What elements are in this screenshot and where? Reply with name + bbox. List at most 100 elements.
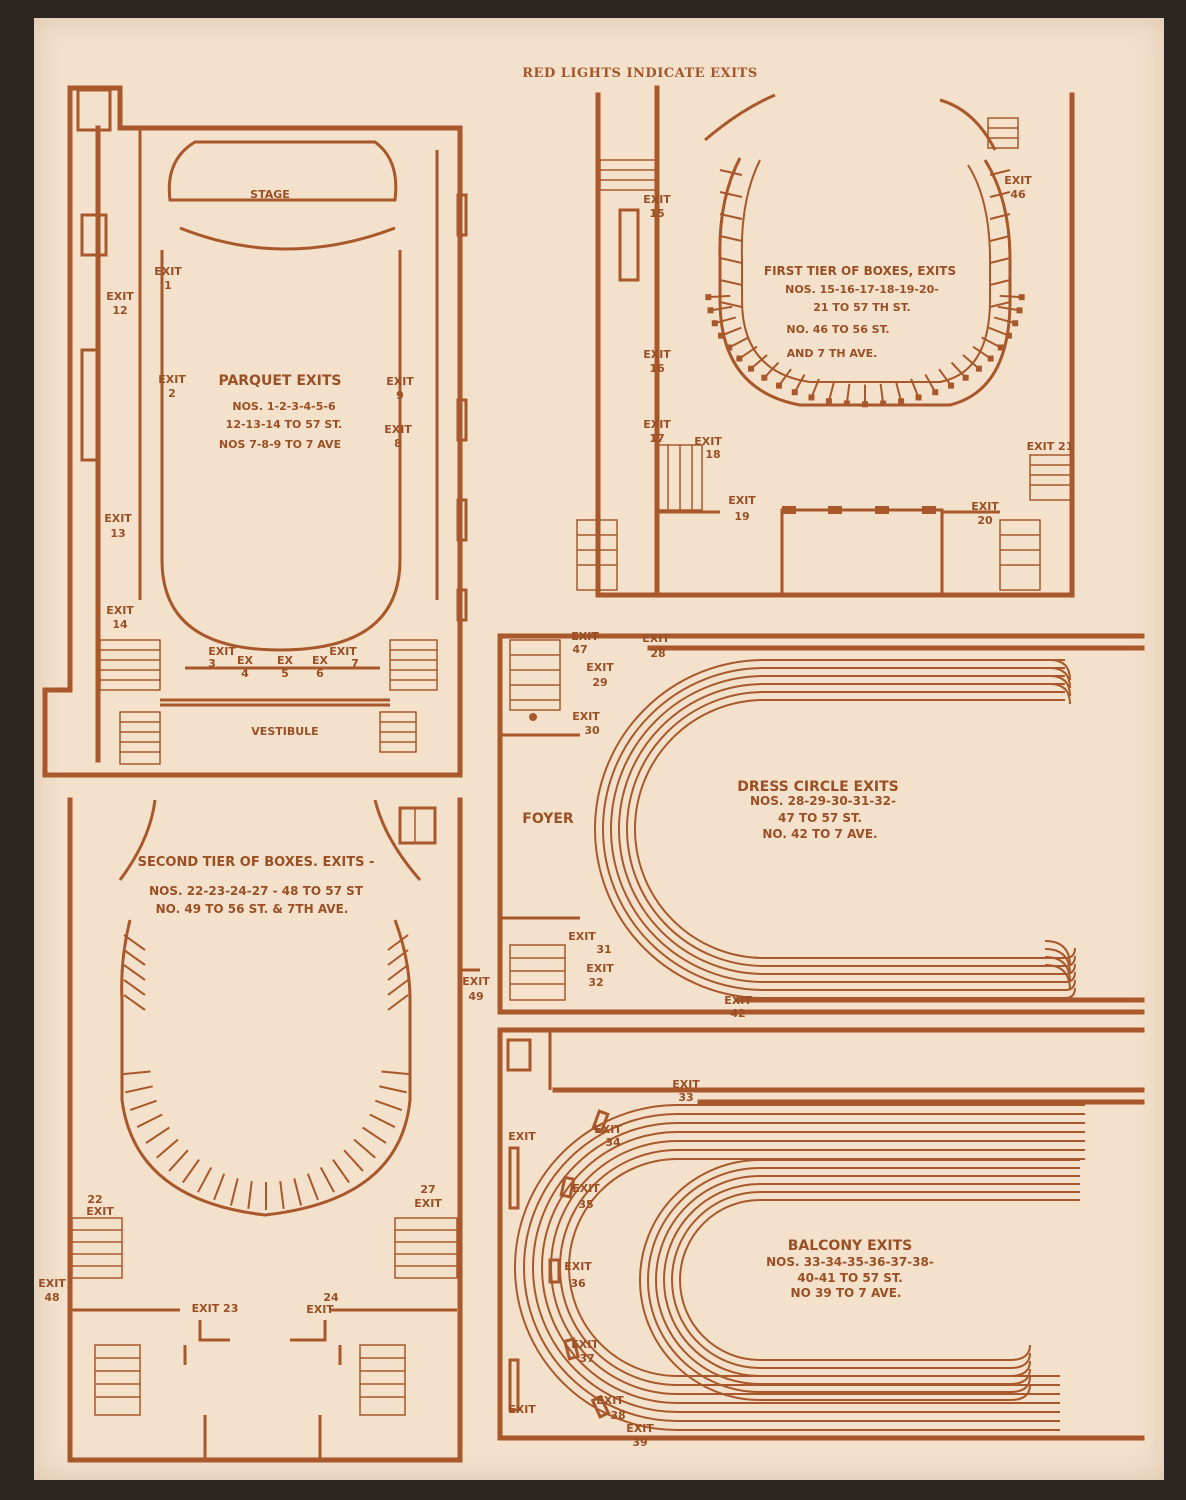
box-marker bbox=[711, 320, 718, 327]
balcony-line2: NOS. 33-34-35-36-37-38- bbox=[766, 1255, 934, 1269]
parquet-line2: 12-13-14 TO 57 ST. bbox=[226, 418, 343, 431]
box-partition bbox=[387, 964, 409, 981]
box-marker bbox=[775, 382, 782, 389]
box-marker bbox=[862, 401, 868, 408]
stage-label: STAGE bbox=[250, 188, 290, 201]
exit-37-num: 37 bbox=[579, 1352, 594, 1365]
exit-20: EXIT bbox=[971, 500, 999, 513]
exit-37: EXIT bbox=[571, 1338, 599, 1351]
exit-24-num: 24 bbox=[323, 1291, 339, 1304]
exit-9: EXIT bbox=[386, 375, 414, 388]
box-partition bbox=[375, 1099, 403, 1112]
box-partition bbox=[125, 1085, 153, 1094]
exit-31: EXIT bbox=[568, 930, 596, 943]
box-marker bbox=[880, 400, 887, 407]
seating-row bbox=[610, 675, 1076, 983]
exit-34: EXIT bbox=[594, 1123, 622, 1136]
parquet-line1: NOS. 1-2-3-4-5-6 bbox=[232, 400, 336, 413]
first-tier-exit-labels: EXIT 15 EXIT 16 EXIT 17 EXIT 18 EXIT 19 … bbox=[643, 174, 1073, 527]
seating-row-end bbox=[1049, 667, 1071, 689]
box-marker bbox=[1018, 294, 1025, 301]
header-title: RED LIGHTS INDICATE EXITS bbox=[522, 66, 758, 81]
exit-4: EX bbox=[237, 654, 254, 667]
box-partition bbox=[719, 191, 743, 198]
box-partition bbox=[279, 1180, 285, 1209]
box-marker bbox=[791, 389, 798, 396]
dress-circle-plan: FOYER DRESS CIRCLE EXITS NOS. 28-29-30-3… bbox=[497, 630, 1145, 1020]
exit-14: EXIT bbox=[106, 604, 134, 617]
exit-1: EXIT bbox=[154, 265, 182, 278]
box-partition bbox=[123, 994, 146, 1011]
box-partition bbox=[708, 294, 731, 299]
seating-row-end bbox=[1049, 659, 1071, 681]
exit-23: EXIT 23 bbox=[192, 1302, 239, 1315]
exit-49-num: 49 bbox=[468, 990, 483, 1003]
box-partition bbox=[810, 378, 820, 398]
exit-8: EXIT bbox=[384, 423, 412, 436]
box-partition bbox=[895, 381, 903, 402]
exit-38: EXIT bbox=[596, 1394, 624, 1407]
balcony-seating-row bbox=[523, 1113, 1085, 1422]
seating-row-end bbox=[1049, 675, 1071, 697]
exit-2: EXIT bbox=[158, 373, 186, 386]
box-marker bbox=[915, 394, 922, 401]
box-partition bbox=[387, 934, 409, 951]
exit-18: EXIT bbox=[694, 435, 722, 448]
dress-circle-line1: DRESS CIRCLE EXITS bbox=[737, 779, 898, 795]
box-partition bbox=[362, 1126, 387, 1144]
box-marker bbox=[975, 365, 982, 372]
exit-27: EXIT bbox=[414, 1197, 442, 1210]
balcony-seating-row bbox=[532, 1122, 1085, 1413]
exit-balcony-left-lower: EXIT bbox=[508, 1403, 536, 1416]
box-partition bbox=[381, 1070, 410, 1076]
exit-13: EXIT bbox=[104, 512, 132, 525]
foyer-label: FOYER bbox=[522, 811, 574, 827]
box-marker bbox=[843, 400, 850, 407]
box-partition bbox=[714, 316, 737, 325]
box-partition bbox=[710, 305, 733, 312]
balcony-line3: 40-41 TO 57 ST. bbox=[797, 1271, 903, 1285]
parquet-title: PARQUET EXITS bbox=[218, 373, 341, 389]
box-partition bbox=[379, 1085, 407, 1094]
box-partition bbox=[719, 257, 743, 264]
box-partition bbox=[989, 191, 1011, 198]
box-partition bbox=[229, 1178, 239, 1206]
box-partition bbox=[213, 1173, 226, 1201]
box-partition bbox=[123, 964, 146, 981]
box-marker bbox=[825, 398, 832, 405]
exit-24: EXIT bbox=[306, 1303, 334, 1316]
exit-balcony-left-upper: EXIT bbox=[508, 1130, 536, 1143]
exit-46: EXIT bbox=[1004, 174, 1032, 187]
exit-32-num: 32 bbox=[588, 976, 603, 989]
dress-circle-line4: NO. 42 TO 7 AVE. bbox=[762, 827, 877, 841]
balcony-line1: BALCONY EXITS bbox=[788, 1238, 913, 1254]
exit-21: EXIT 21 bbox=[1027, 440, 1074, 453]
exit-48-num: 48 bbox=[44, 1291, 59, 1304]
box-partition bbox=[720, 326, 742, 337]
balcony-inner-row bbox=[663, 1183, 1080, 1377]
balcony-line4: NO 39 TO 7 AVE. bbox=[791, 1286, 902, 1300]
exit-33: EXIT bbox=[672, 1078, 700, 1091]
exit-14-num: 14 bbox=[112, 618, 128, 631]
exit-46-num: 46 bbox=[1010, 188, 1026, 201]
box-marker bbox=[932, 389, 939, 396]
exit-1-num: 1 bbox=[164, 279, 172, 292]
exit-5-num: 5 bbox=[281, 667, 289, 680]
exit-27-num: 27 bbox=[420, 1183, 435, 1196]
first-tier-line2: NOS. 15-16-17-18-19-20- bbox=[785, 283, 939, 296]
balcony-inner-row bbox=[639, 1159, 1080, 1401]
box-partition bbox=[719, 301, 743, 308]
box-partition bbox=[988, 326, 1010, 337]
box-partition bbox=[123, 949, 146, 966]
parquet-plan: STAGE VESTIBULE PARQUET EXITS NOS. 1-2-3… bbox=[42, 85, 468, 778]
seating-row-end bbox=[1044, 948, 1071, 975]
exit-39: EXIT bbox=[626, 1422, 654, 1435]
box-partition bbox=[353, 1138, 376, 1159]
box-partition bbox=[981, 336, 1002, 349]
exit-9-num: 9 bbox=[396, 389, 404, 402]
exit-13-num: 13 bbox=[110, 527, 125, 540]
box-partition bbox=[719, 169, 743, 176]
exit-6: EX bbox=[312, 654, 329, 667]
seating-row bbox=[602, 667, 1076, 991]
box-partition bbox=[387, 994, 409, 1011]
